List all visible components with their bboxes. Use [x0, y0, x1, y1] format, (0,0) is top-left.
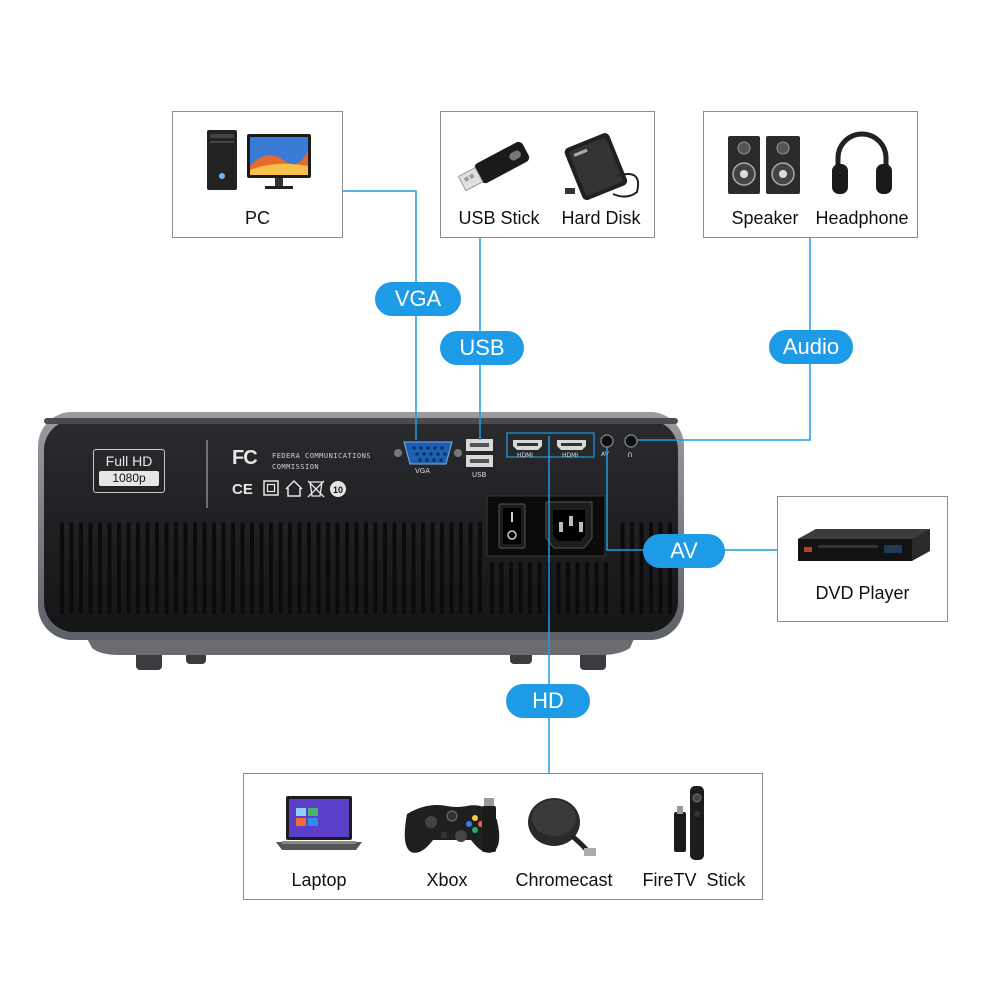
- audio-line: [637, 237, 811, 441]
- headphone-port-label: ∩: [627, 450, 633, 459]
- laptop-label: Laptop: [291, 870, 347, 890]
- full-hd-badge: Full HD 1080p: [93, 449, 165, 493]
- fcc-text-line2: COMMISSION: [272, 463, 320, 471]
- resolution-label: 1080p: [99, 471, 159, 486]
- indoor-use-icon: [285, 479, 303, 497]
- dvd-player-icon: [798, 529, 930, 561]
- certification-icons: CE 10: [232, 479, 346, 498]
- hdmi1-port-label: HDMI: [517, 452, 534, 459]
- double-insulation-icon: [263, 480, 279, 496]
- fc-logo: FC: [232, 447, 258, 469]
- usb-stick-icon: [457, 141, 530, 192]
- hdmi-dongle-icon: [482, 798, 496, 852]
- speaker-icon: [728, 136, 800, 194]
- vga-port-label: VGA: [415, 467, 431, 475]
- fcc-text-line1: FEDERA COMMUNICATIONS: [272, 452, 372, 460]
- usb-stick-label: USB Stick: [458, 208, 540, 228]
- laptop-icon: [276, 796, 362, 850]
- hd-sources-box: Laptop Xbox Chromecast FireTV Stick: [243, 773, 763, 900]
- hdmi2-port-label: HDMI: [562, 452, 579, 459]
- weee-bin-icon: [307, 480, 325, 498]
- firetv-stick-label: FireTV Stick: [642, 870, 746, 890]
- pc-label: PC: [244, 208, 270, 228]
- full-hd-label: Full HD: [105, 453, 153, 469]
- hard-disk-label: Hard Disk: [561, 208, 641, 228]
- headphone-icon: [832, 131, 892, 194]
- av-port-label: AV: [601, 451, 609, 458]
- recycle-period-icon: [330, 481, 346, 497]
- ce-mark-icon: CE: [232, 481, 253, 498]
- dvd-player-label: DVD Player: [815, 583, 910, 603]
- dvd-player-box: DVD Player: [777, 496, 948, 622]
- hard-disk-icon: [564, 133, 639, 200]
- hd-connection-pill: HD: [506, 684, 590, 718]
- usb-storage-box: USB Stick Hard Disk: [440, 111, 655, 238]
- game-controller-icon: [404, 805, 500, 853]
- desktop-computer-icon: [207, 130, 311, 190]
- chromecast-label: Chromecast: [515, 870, 613, 890]
- svg-text:10: 10: [333, 485, 343, 495]
- pc-box: PC: [172, 111, 343, 238]
- audio-output-box: Speaker Headphone: [703, 111, 918, 238]
- vga-connection-pill: VGA: [375, 282, 461, 316]
- projector-vent-grille: [60, 522, 672, 614]
- usb-connection-pill: USB: [440, 331, 524, 365]
- fire-tv-stick-icon: [674, 786, 704, 860]
- chromecast-icon: [528, 798, 596, 856]
- xbox-label: Xbox: [426, 870, 468, 890]
- vga-line: [342, 190, 417, 440]
- audio-connection-pill: Audio: [769, 330, 853, 364]
- av-connection-pill: AV: [643, 534, 725, 568]
- headphone-label: Headphone: [815, 208, 909, 228]
- speaker-label: Speaker: [731, 208, 799, 228]
- usb-port-label: USB: [472, 471, 487, 479]
